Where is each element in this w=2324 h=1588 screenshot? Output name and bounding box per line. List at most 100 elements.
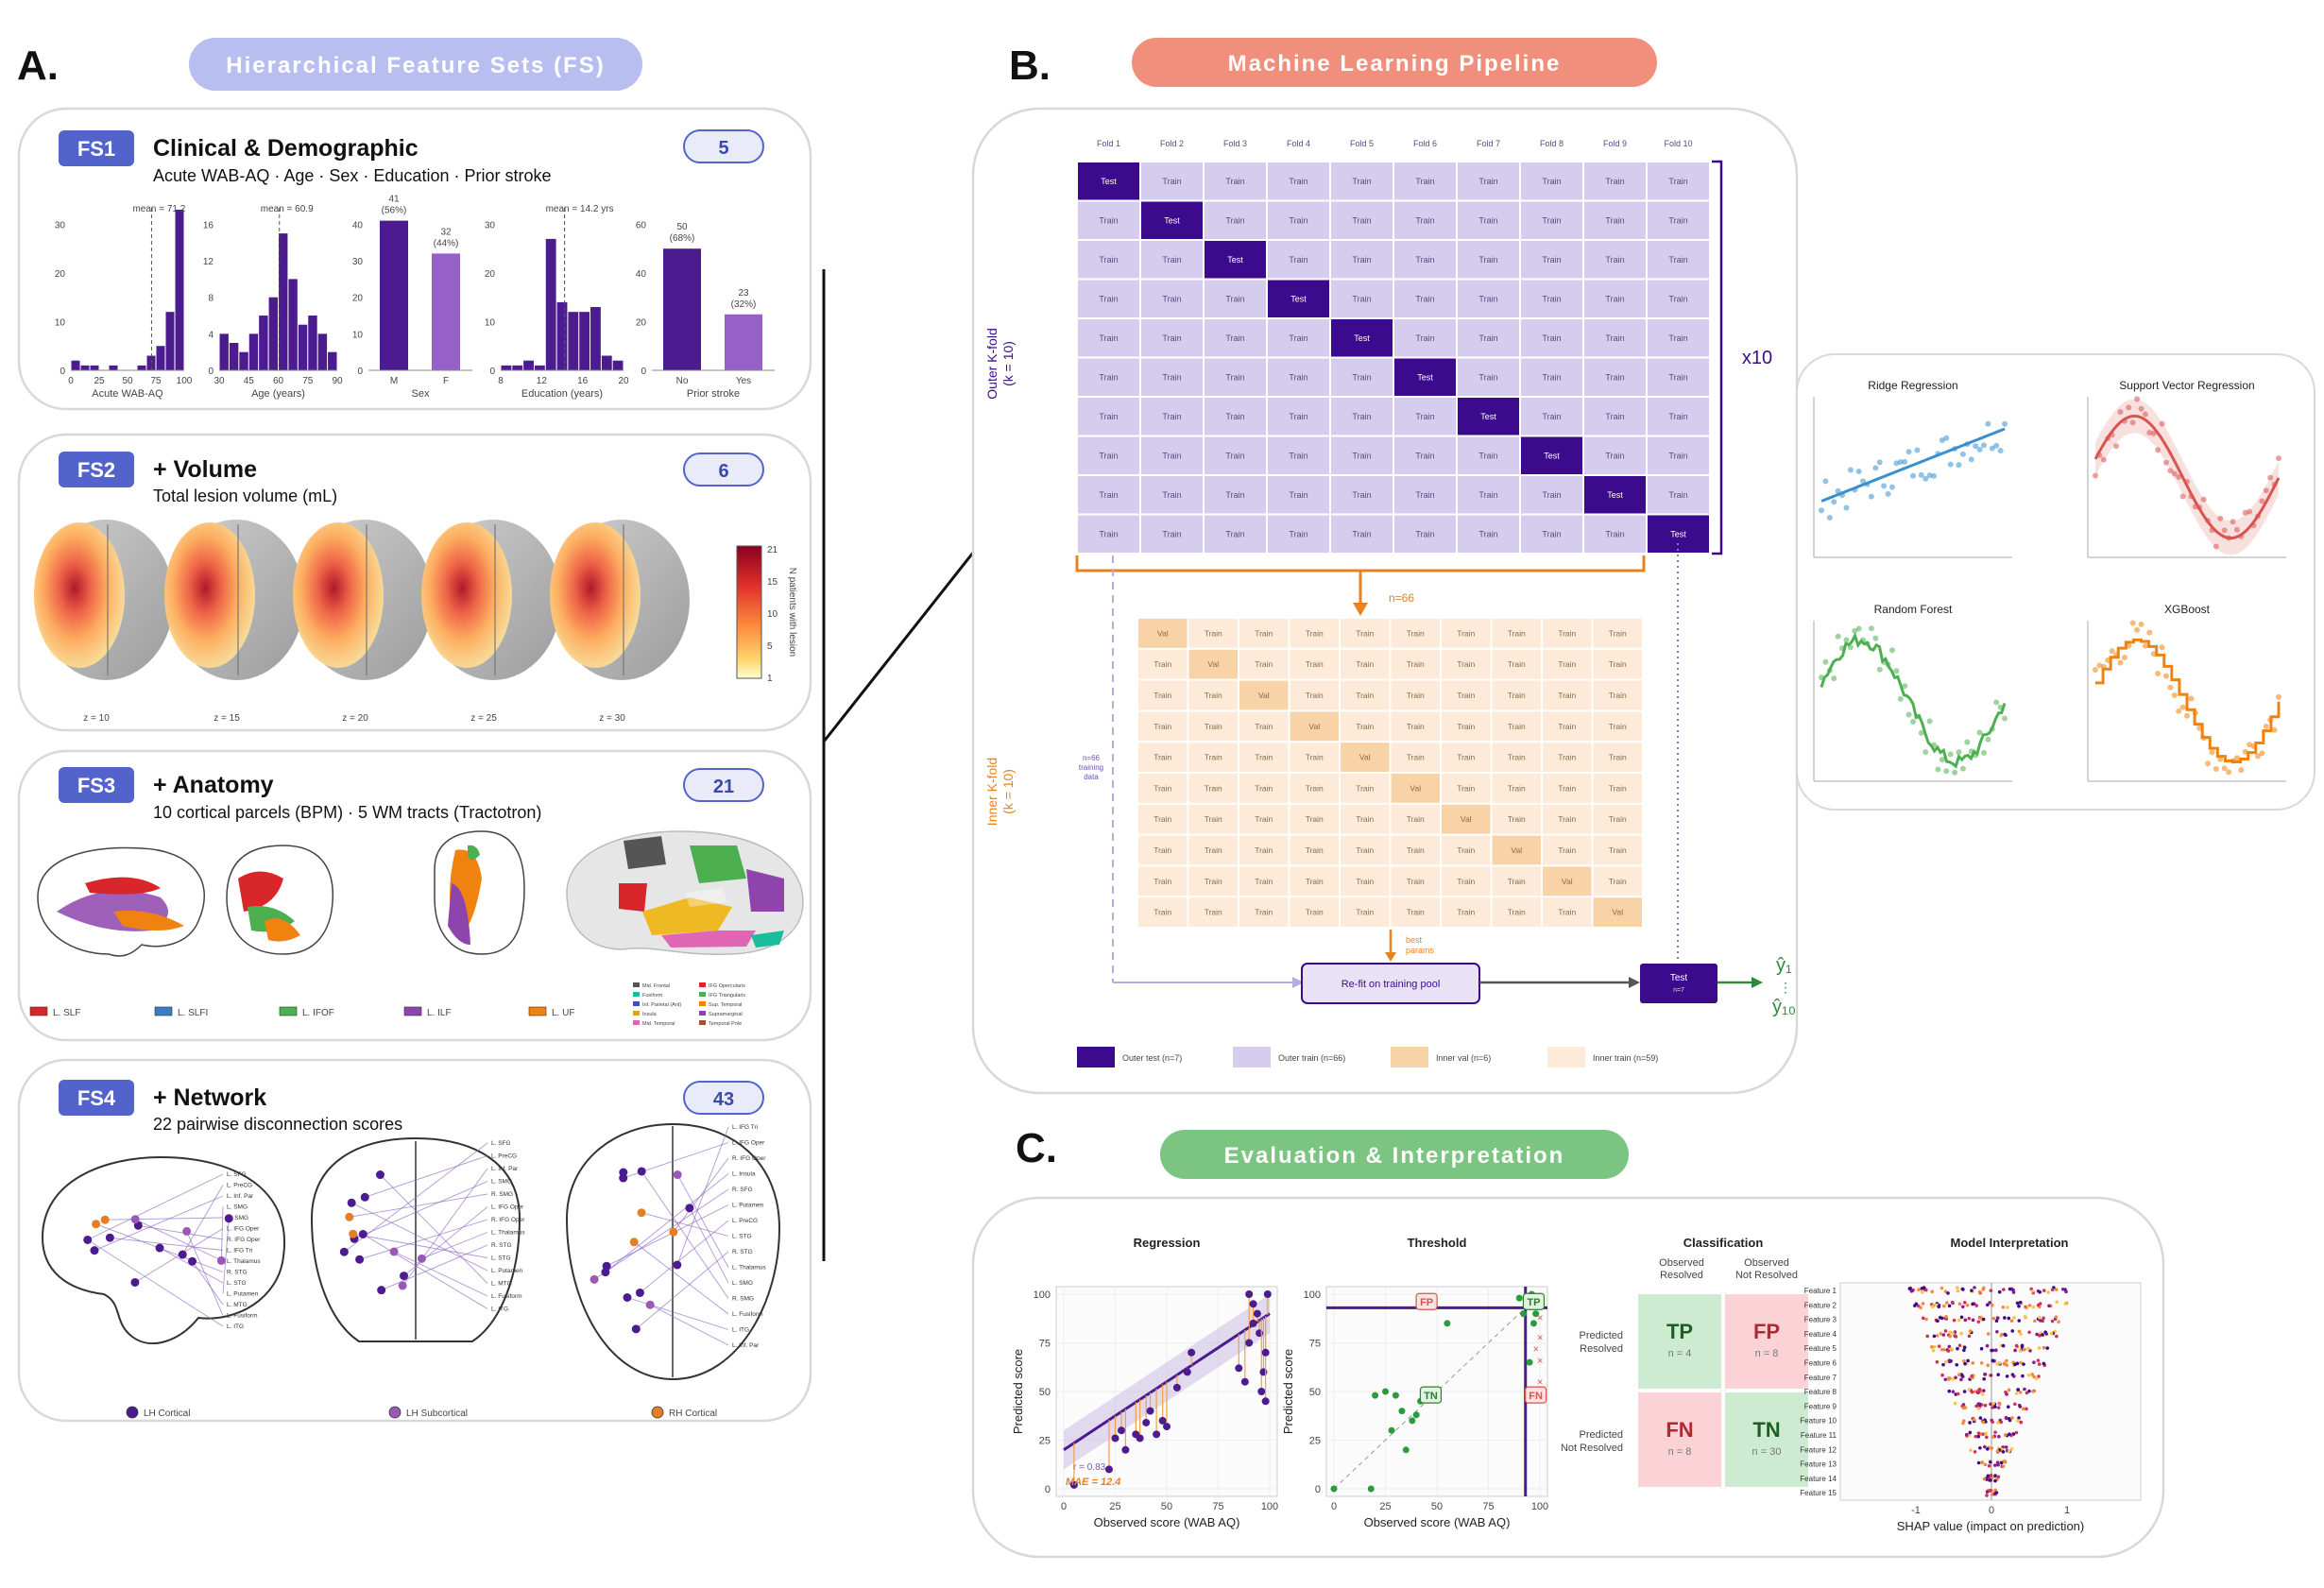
age-mean-label: mean = 60.9	[261, 204, 314, 214]
region-label: L. MTG	[491, 1281, 512, 1288]
regression-point	[1250, 1300, 1257, 1307]
shap-point	[1983, 1445, 1987, 1449]
model-point	[1893, 668, 1899, 674]
cell-label: Train	[1415, 451, 1434, 460]
shap-point	[2017, 1319, 2021, 1323]
wab-bar	[176, 210, 184, 370]
y-tick-label: 20	[55, 269, 66, 280]
shap-feature-label: Feature 3	[1804, 1316, 1837, 1324]
y-tick-label: 0	[357, 367, 363, 377]
svg-text:(k = 10): (k = 10)	[1000, 769, 1016, 814]
region-label: L. Thalamus	[732, 1265, 766, 1272]
network-node	[674, 1170, 682, 1179]
shap-point	[2015, 1344, 2019, 1348]
model-point	[2184, 713, 2190, 719]
region-label: L. Insula	[732, 1171, 756, 1178]
cell-label: Val	[1461, 814, 1472, 824]
shap-point	[2016, 1362, 2020, 1366]
network-node	[632, 1324, 641, 1333]
cell-label: Train	[1478, 294, 1497, 303]
cell-label: Test	[1354, 333, 1370, 343]
model-point	[1902, 459, 1907, 465]
shap-point	[1986, 1364, 1990, 1368]
model-point	[1872, 465, 1878, 470]
prior-pct-label: (68%)	[670, 233, 695, 244]
shap-point	[1971, 1391, 1974, 1394]
shap-point	[2042, 1362, 2046, 1366]
model-point	[2143, 643, 2148, 649]
model-point	[1969, 456, 1974, 462]
sex-bar	[380, 221, 408, 370]
shap-point	[2055, 1335, 2059, 1339]
cell-label: Train	[1457, 783, 1475, 793]
shap-point	[1996, 1463, 2000, 1467]
network-node	[638, 1167, 646, 1175]
region-label: L. STG	[732, 1234, 752, 1240]
shap-point	[1948, 1335, 1952, 1339]
fold-header: Fold 1	[1097, 139, 1120, 148]
x-tick-label: 100	[177, 376, 193, 386]
shap-point	[1990, 1289, 1993, 1292]
cell-label: Train	[1099, 490, 1118, 500]
cell-label: Train	[1542, 333, 1561, 343]
prior-value-label: 23	[738, 288, 749, 299]
shap-point	[2019, 1421, 2023, 1425]
fold-header: Fold 8	[1540, 139, 1564, 148]
fold-header: Fold 7	[1477, 139, 1500, 148]
cell-label: Train	[1225, 412, 1244, 421]
cell-label: Train	[1356, 908, 1374, 917]
model-point	[1960, 452, 1966, 457]
shap-point	[2038, 1346, 2042, 1350]
y-tick-label: 30	[485, 220, 496, 231]
svg-text:⋮: ⋮	[1779, 980, 1792, 995]
y-tick-label: 20	[636, 317, 647, 328]
shap-point	[2028, 1304, 2032, 1307]
shap-point	[1917, 1288, 1921, 1291]
parcel-label: Mid. Frontal	[642, 983, 670, 989]
fs2-count: 6	[718, 461, 728, 482]
model-point	[2172, 692, 2178, 698]
sex-xlabel: Sex	[412, 388, 430, 400]
model-point	[2276, 694, 2281, 700]
network-legend-dot	[652, 1407, 663, 1418]
shap-point	[1921, 1290, 1924, 1294]
model-point	[1948, 752, 1954, 758]
shap-point	[1977, 1320, 1981, 1323]
shap-point	[2004, 1460, 2008, 1464]
prior-cat-label: No	[676, 376, 689, 386]
tract-label: L. SLFI	[178, 1008, 208, 1018]
shap-point	[1910, 1289, 1914, 1293]
shap-point	[2013, 1349, 2017, 1353]
sex-cat-label: F	[443, 376, 449, 386]
regression-point	[1121, 1446, 1129, 1454]
cell-label: Train	[1289, 255, 1307, 265]
model-point	[1877, 459, 1883, 465]
y-tick-label: 0	[489, 367, 495, 377]
cell-label: Train	[1205, 814, 1222, 824]
shap-point	[1984, 1373, 1988, 1376]
model-point	[1910, 473, 1916, 479]
model-point	[2276, 455, 2281, 461]
regression-x-tick: 0	[1061, 1501, 1067, 1512]
cell-label: Train	[1407, 908, 1425, 917]
cell-label: Train	[1153, 659, 1171, 669]
regression-point	[1118, 1426, 1125, 1434]
network-node	[349, 1230, 357, 1238]
network-node	[418, 1255, 426, 1263]
shap-point	[1971, 1303, 1974, 1306]
shap-point	[2038, 1316, 2042, 1320]
parcel-swatch	[633, 982, 640, 987]
region-label: L. IFG Oper	[732, 1140, 765, 1147]
shap-feature-label: Feature 14	[1800, 1475, 1837, 1483]
model-point	[1985, 421, 1991, 427]
network-node	[130, 1278, 139, 1287]
fs2-title: + Volume	[153, 456, 257, 483]
shap-point	[1995, 1491, 1999, 1494]
x-tick-label: 20	[618, 376, 629, 386]
cell-label: Train	[1668, 451, 1687, 460]
threshold-title: Threshold	[1408, 1236, 1467, 1250]
shap-point	[1961, 1288, 1965, 1291]
model-point	[1981, 442, 1987, 448]
shap-point	[2023, 1388, 2026, 1392]
model-point	[2139, 622, 2145, 627]
